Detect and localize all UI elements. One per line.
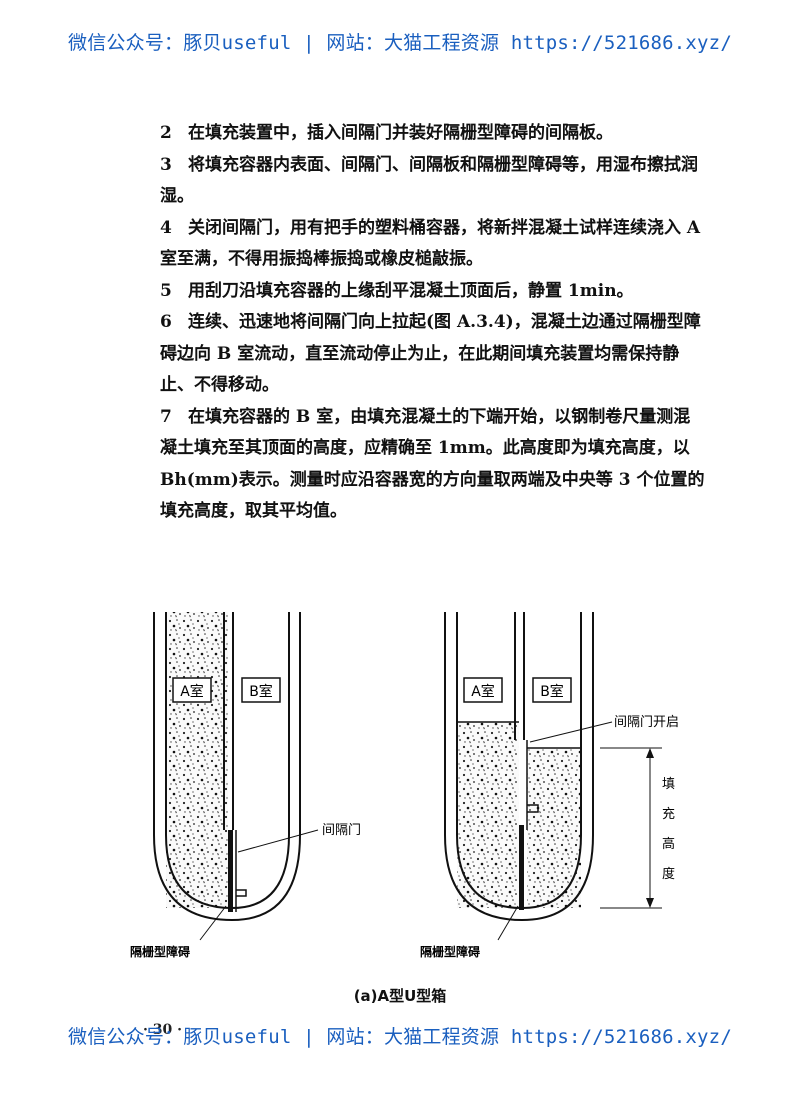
left-gate: [228, 830, 233, 912]
gate-open-label: 间隔门开启: [614, 715, 679, 730]
page-number: · 30 ·: [143, 1022, 182, 1038]
figure-caption: (a)A型U型箱: [353, 987, 447, 1005]
right-room-a-label: A室: [471, 683, 495, 700]
left-u-box: A室 B室 间隔门 隔栅型障碍: [130, 612, 361, 959]
left-barrier-label: 隔栅型障碍: [130, 944, 190, 959]
right-barrier-label: 隔栅型障碍: [420, 944, 480, 959]
fill-height-char: 高: [662, 836, 675, 852]
watermark-bottom: 微信公众号：豚贝useful | 网站：大猫工程资源 https://52168…: [68, 1026, 732, 1048]
fill-height-char: 填: [662, 777, 675, 792]
fill-height-char: 充: [662, 806, 675, 822]
left-room-a-label: A室: [180, 683, 204, 700]
u-box-figure: A室 B室 间隔门 隔栅型障碍 A室 B室 间隔门开启: [130, 612, 679, 959]
right-u-box: A室 B室 间隔门开启 填 充 高 度 隔栅型障碍: [420, 612, 679, 959]
watermark-top: 微信公众号：豚贝useful | 网站：大猫工程资源 https://52168…: [68, 32, 732, 54]
left-gate-label: 间隔门: [322, 823, 361, 838]
left-u-outer: [153, 612, 301, 922]
right-room-b-label: B室: [540, 683, 564, 700]
fill-height-char: 度: [662, 866, 675, 882]
left-room-b-label: B室: [249, 683, 273, 700]
